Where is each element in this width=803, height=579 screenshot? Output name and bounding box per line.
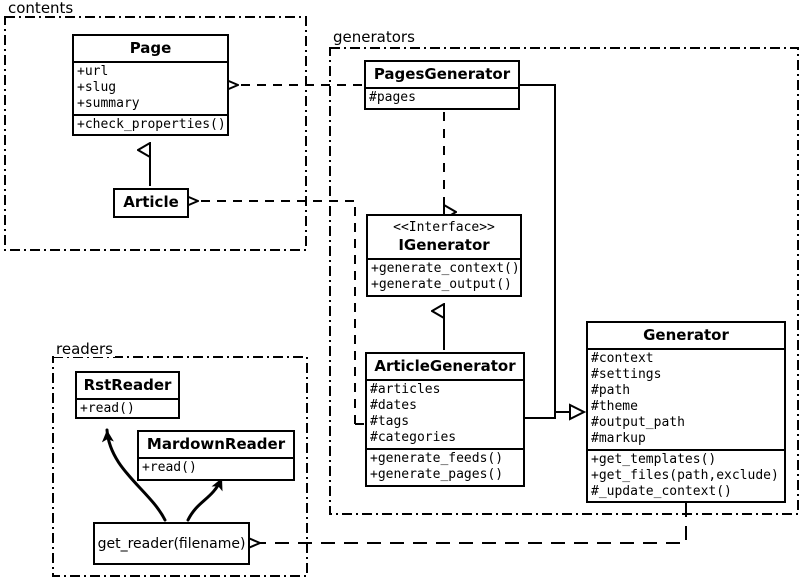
class-box-page[interactable]: Page +url +slug +summary +check_properti…	[72, 34, 229, 136]
class-stereotype-igenerator: <<Interface>>	[393, 220, 495, 235]
class-box-articlegenerator[interactable]: ArticleGenerator #articles #dates #tags …	[365, 352, 525, 487]
attribute-item: #settings	[591, 367, 662, 382]
attribute-item: #path	[591, 383, 631, 398]
package-label-readers: readers	[54, 340, 115, 358]
operation-item: +generate_pages()	[370, 467, 504, 482]
class-name-igenerator: IGenerator	[398, 236, 490, 254]
package-label-generators: generators	[331, 28, 417, 46]
operation-item: +get_files(path,exclude)	[591, 468, 779, 483]
function-box-get-reader[interactable]: get_reader(filename)	[93, 522, 250, 565]
class-box-generator[interactable]: Generator #context #settings #path #them…	[586, 321, 786, 503]
attribute-item: #theme	[591, 399, 638, 414]
operation-item: +check_properties()	[77, 117, 226, 132]
class-name-mardownreader: MardownReader	[146, 435, 286, 453]
operation-item: #_update_context()	[591, 484, 732, 499]
attribute-item: #pages	[369, 90, 416, 105]
attribute-item: +slug	[77, 80, 117, 95]
class-operations-generator: +get_templates() +get_files(path,exclude…	[588, 449, 784, 502]
attribute-item: #dates	[370, 398, 417, 413]
operation-item: +read()	[142, 460, 197, 475]
attribute-item: +url	[77, 64, 109, 79]
class-box-igenerator[interactable]: <<Interface>> IGenerator +generate_conte…	[366, 214, 522, 297]
class-name-pagesgenerator: PagesGenerator	[373, 65, 511, 83]
class-name-page: Page	[129, 39, 172, 57]
class-name-rstreader: RstReader	[83, 376, 172, 394]
class-operations-igenerator: +generate_context() +generate_output()	[368, 258, 520, 295]
class-attributes-generator: #context #settings #path #theme #output_…	[588, 348, 784, 449]
attribute-item: #tags	[370, 414, 410, 429]
class-attributes-pagesgenerator: #pages	[366, 87, 518, 108]
class-attributes-page: +url +slug +summary	[74, 61, 227, 114]
class-box-article[interactable]: Article	[113, 188, 189, 218]
package-label-contents: contents	[6, 0, 76, 17]
class-attributes-articlegenerator: #articles #dates #tags #categories	[367, 379, 523, 448]
class-operations-page: +check_properties()	[74, 114, 227, 135]
edge-get-reader-returns-mardownreader	[186, 476, 224, 522]
class-operations-articlegenerator: +generate_feeds() +generate_pages()	[367, 448, 523, 485]
attribute-item: #output_path	[591, 415, 685, 430]
class-box-mardownreader[interactable]: MardownReader +read()	[137, 430, 295, 481]
class-operations-mardownreader: +read()	[139, 457, 293, 478]
edge-articlegenerator-uses-article	[198, 201, 365, 425]
operation-item: +read()	[80, 401, 135, 416]
class-operations-rstreader: +read()	[77, 398, 178, 419]
operation-item: +generate_context()	[371, 261, 520, 276]
edge-generator-uses-get-reader	[260, 503, 687, 543]
class-name-articlegenerator: ArticleGenerator	[374, 357, 516, 375]
edge-articlegenerator-extends-generator	[525, 412, 584, 418]
edge-pagesgenerator-extends-generator	[520, 84, 568, 413]
operation-item: +get_templates()	[591, 452, 717, 467]
operation-item: +generate_output()	[371, 277, 512, 292]
attribute-item: #articles	[370, 382, 441, 397]
class-box-rstreader[interactable]: RstReader +read()	[75, 371, 180, 419]
function-label-get-reader: get_reader(filename)	[97, 535, 246, 552]
attribute-item: +summary	[77, 96, 140, 111]
class-name-article: Article	[123, 193, 179, 211]
operation-item: +generate_feeds()	[370, 451, 504, 466]
class-name-generator: Generator	[643, 326, 729, 344]
attribute-item: #context	[591, 351, 654, 366]
class-header-igenerator: <<Interface>> IGenerator	[368, 216, 520, 258]
attribute-item: #categories	[370, 430, 457, 445]
attribute-item: #markup	[591, 431, 646, 446]
class-box-pagesgenerator[interactable]: PagesGenerator #pages	[364, 60, 520, 110]
